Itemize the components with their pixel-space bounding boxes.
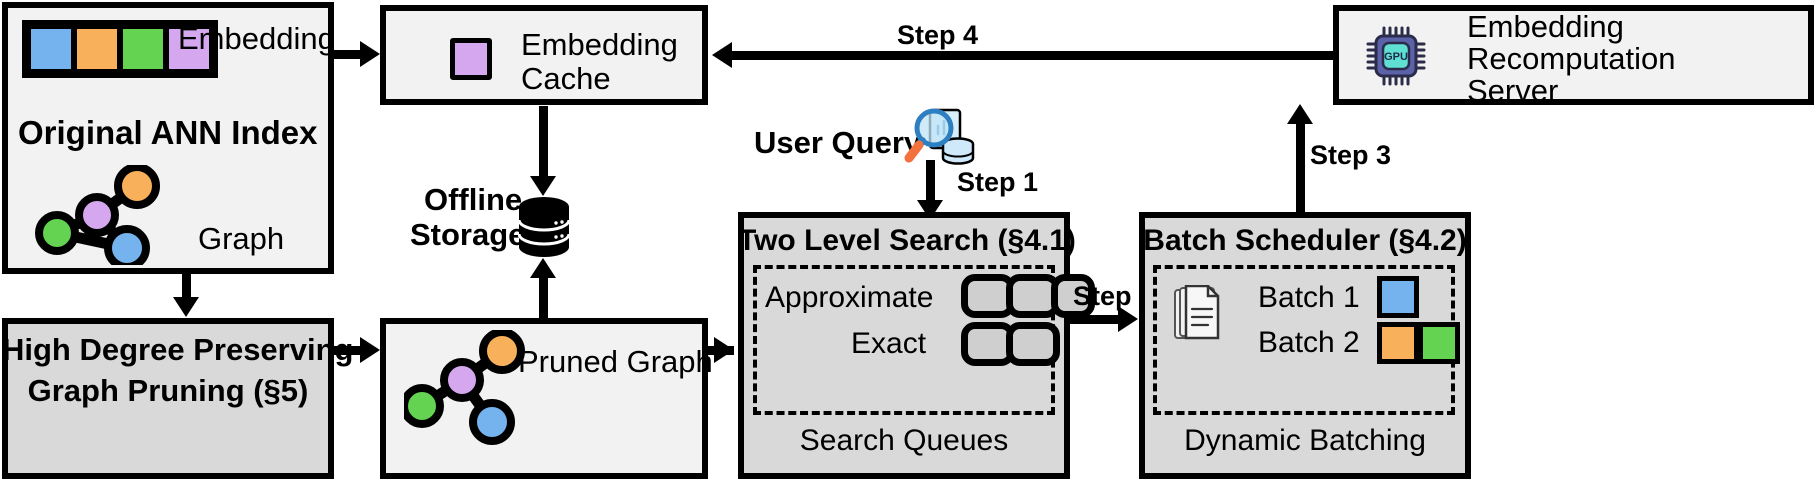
- embedding-vector-strip: [22, 20, 218, 78]
- embedding-cache-box: [380, 5, 708, 105]
- exact-queue-slot-2: [1006, 322, 1060, 366]
- magnifier-document-database-icon: [900, 104, 976, 176]
- arrow-index-to-pruning-head: [173, 297, 199, 317]
- offline-storage-label-line1: Offline: [424, 182, 523, 217]
- approximate-row-label: Approximate: [765, 281, 934, 314]
- approximate-queue-slot-3: [1051, 274, 1095, 318]
- pruned-graph-figure: [404, 330, 544, 450]
- arrow-pruning-to-pruned-shaft: [334, 346, 364, 355]
- step-3-label: Step 3: [1310, 140, 1392, 170]
- documents-stack-icon: [1172, 285, 1226, 347]
- arrow-pruning-to-pruned-head: [360, 337, 380, 363]
- batch-2-color-green: [1418, 322, 1460, 364]
- arrow-cache-to-storage-head: [530, 176, 556, 196]
- arrow-step4-head: [712, 42, 732, 68]
- batch-1-color-blue: [1377, 276, 1419, 318]
- recomputation-server-line3: Server: [1467, 73, 1559, 108]
- embedding-cell-purple: [166, 26, 212, 72]
- batch-scheduler-title: Batch Scheduler (§4.2): [1143, 224, 1467, 257]
- arrow-pruned-to-storage-head: [530, 258, 556, 278]
- embedding-cell-blue: [28, 26, 74, 72]
- two-level-search-title: Two Level Search (§4.1): [738, 224, 1076, 257]
- original-graph-figure: [34, 165, 174, 265]
- arrow-step2-shaft: [1070, 315, 1124, 324]
- arrow-step1-shaft: [926, 160, 935, 204]
- graph-pruning-title-line2: Graph Pruning (§5): [27, 373, 309, 408]
- embedding-cell-green: [120, 26, 166, 72]
- gpu-icon-text: GPU: [1384, 51, 1408, 63]
- arrow-step3-head: [1287, 104, 1313, 124]
- embedding-cache-label-line1: Embedding: [521, 27, 678, 62]
- arrow-step2-head: [1118, 306, 1138, 332]
- pruned-graph-label: Pruned Graph: [518, 344, 713, 379]
- exact-row-label: Exact: [851, 327, 927, 360]
- batch-2-label: Batch 2: [1258, 326, 1360, 359]
- offline-storage-label-line2: Storage: [410, 217, 526, 252]
- arrow-index-to-cache-head: [360, 41, 380, 67]
- graph-label: Graph: [198, 221, 285, 256]
- purple-square-icon: [450, 38, 492, 80]
- gpu-chip-icon: GPU: [1366, 26, 1426, 86]
- arrow-step3-shaft: [1296, 122, 1305, 214]
- database-cylinder-icon: [518, 196, 570, 258]
- original-ann-index-title: Original ANN Index: [18, 114, 318, 151]
- graph-pruning-box: [2, 318, 334, 479]
- user-query-label: User Query: [754, 125, 922, 160]
- graph-pruning-title-line1: High Degree Preserving: [2, 332, 354, 367]
- batch-2-color-orange: [1377, 322, 1419, 364]
- arrow-step4-shaft: [730, 51, 1334, 60]
- recomputation-server-line2: Recomputation: [1467, 41, 1676, 76]
- step-4-label: Step 4: [897, 20, 979, 50]
- recomputation-server-line1: Embedding: [1467, 9, 1624, 44]
- embedding-label: Embedding: [178, 21, 335, 56]
- arrow-pruned-to-search-head: [714, 337, 734, 363]
- arrow-index-to-pruning-shaft: [182, 274, 191, 299]
- embedding-cache-label-line2: Cache: [521, 61, 611, 96]
- batch-1-label: Batch 1: [1258, 281, 1360, 314]
- dynamic-batching-caption: Dynamic Batching: [1184, 424, 1426, 457]
- search-queues-caption: Search Queues: [799, 424, 1009, 457]
- arrow-index-to-cache-shaft: [334, 50, 364, 59]
- arrow-pruned-to-storage-shaft: [539, 276, 548, 326]
- step-1-label: Step 1: [957, 167, 1039, 197]
- embedding-cell-orange: [74, 26, 120, 72]
- arrow-cache-to-storage-shaft: [539, 106, 548, 178]
